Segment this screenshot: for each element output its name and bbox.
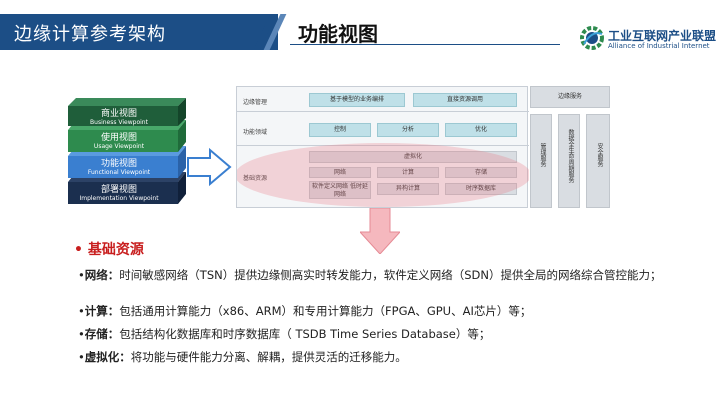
row-divider	[237, 111, 529, 112]
edge-services-title: 边缘服务	[530, 86, 610, 108]
row-divider	[237, 145, 529, 146]
bullet-text: 包括结构化数据库和时序数据库（ TSDB Time Series Databas…	[119, 327, 491, 341]
security-service-col: 安全服务	[586, 114, 610, 208]
viewpoint-label-cn: 功能视图	[100, 159, 137, 169]
viewpoint-label-en: Business Viewpoint	[90, 119, 148, 126]
row-label-func-domain: 功能领域	[243, 129, 268, 136]
architecture-diagram: 边缘管理 功能领域 基础资源 基于模型的业务编排 直接资源调用 控制 分析 优化…	[236, 86, 529, 208]
bullet-compute: •计算：包括通用计算能力（x86、ARM）和专用计算能力（FPGA、GPU、AI…	[78, 304, 532, 318]
title-underline	[290, 44, 560, 45]
aii-logo: 工业互联网产业联盟 Alliance of Industrial Interne…	[578, 24, 716, 54]
content-section-title: • 基础资源	[74, 239, 144, 259]
mgmt-service-label: 管理服务	[539, 143, 546, 167]
viewpoint-label-en: Functional Viewpoint	[87, 169, 151, 176]
cell-optimize: 优化	[445, 123, 517, 137]
logo-name-en: Alliance of Industrial Internet	[608, 42, 710, 50]
viewpoint-label-en: Implementation Viewpoint	[79, 195, 159, 202]
bullet-dot: •	[74, 242, 88, 258]
highlight-ellipse	[237, 143, 529, 207]
mgmt-service-col: 管理服务	[530, 114, 552, 208]
cell-direct-resource-call: 直接资源调用	[413, 93, 517, 107]
viewpoint-usage: 使用视图 Usage Viewpoint	[60, 133, 178, 151]
bullet-label: 虚拟化：	[84, 350, 131, 364]
cell-sdn: 软件定义网络 低时延网络	[309, 181, 371, 199]
layer-stack-graphic	[68, 98, 232, 204]
data-lifecycle-col: 数据全生命周期服务	[558, 114, 580, 208]
bullet-storage: •存储：包括结构化数据库和时序数据库（ TSDB Time Series Dat…	[78, 327, 491, 341]
cell-storage: 存储	[445, 167, 517, 178]
viewpoint-label-cn: 商业视图	[100, 109, 137, 119]
row-label-base-res: 基础资源	[243, 173, 267, 182]
cell-compute: 计算	[377, 167, 439, 178]
bullet-virtualization: •虚拟化：将功能与硬件能力分离、解耦，提供灵活的迁移能力。	[78, 350, 407, 364]
bullet-network: •网络：时间敏感网络（TSN）提供边缘侧高实时转发能力，软件定义网络（SDN）提…	[78, 268, 662, 282]
viewpoint-implementation: 部署视图 Implementation Viewpoint	[60, 185, 178, 203]
cell-control: 控制	[309, 123, 371, 137]
gear-logo-icon	[580, 26, 604, 50]
bullet-text: 时间敏感网络（TSN）提供边缘侧高实时转发能力，软件定义网络（SDN）提供全局的…	[119, 268, 662, 282]
cell-virtualization: 虚拟化	[309, 151, 517, 163]
bullet-label: 存储：	[84, 327, 120, 341]
cell-model-orchestration: 基于模型的业务编排	[309, 93, 405, 107]
viewpoint-business: 商业视图 Business Viewpoint	[60, 109, 178, 127]
cell-network: 网络	[309, 167, 371, 178]
cell-analysis: 分析	[377, 123, 439, 137]
cell-hetero-compute: 异构计算	[377, 183, 439, 195]
viewpoint-label-cn: 部署视图	[100, 185, 137, 195]
page-title: 功能视图	[298, 22, 378, 46]
security-service-label: 安全服务	[596, 143, 603, 167]
section-title: 边缘计算参考架构	[14, 24, 166, 45]
row-label-edge-mgmt: 边缘管理	[243, 99, 268, 106]
logo-name-cn: 工业互联网产业联盟	[608, 29, 717, 43]
cell-tsdb: 时序数据库	[445, 183, 517, 195]
bullet-label: 计算：	[84, 304, 120, 318]
viewpoint-label-cn: 使用视图	[100, 133, 137, 143]
bullet-text: 将功能与硬件能力分离、解耦，提供灵活的迁移能力。	[130, 350, 407, 364]
data-lifecycle-label: 数据全生命周期服务	[567, 129, 574, 183]
down-arrow-icon	[360, 208, 400, 254]
bullet-label: 网络：	[84, 268, 120, 282]
viewpoint-functional: 功能视图 Functional Viewpoint	[60, 159, 178, 177]
header-band: 边缘计算参考架构	[0, 14, 278, 50]
viewpoint-stack: 商业视图 Business Viewpoint 使用视图 Usage Viewp…	[60, 96, 240, 216]
bullet-text: 包括通用计算能力（x86、ARM）和专用计算能力（FPGA、GPU、AI芯片）等…	[119, 304, 532, 318]
viewpoint-label-en: Usage Viewpoint	[93, 143, 145, 150]
section-heading: 基础资源	[87, 242, 144, 258]
